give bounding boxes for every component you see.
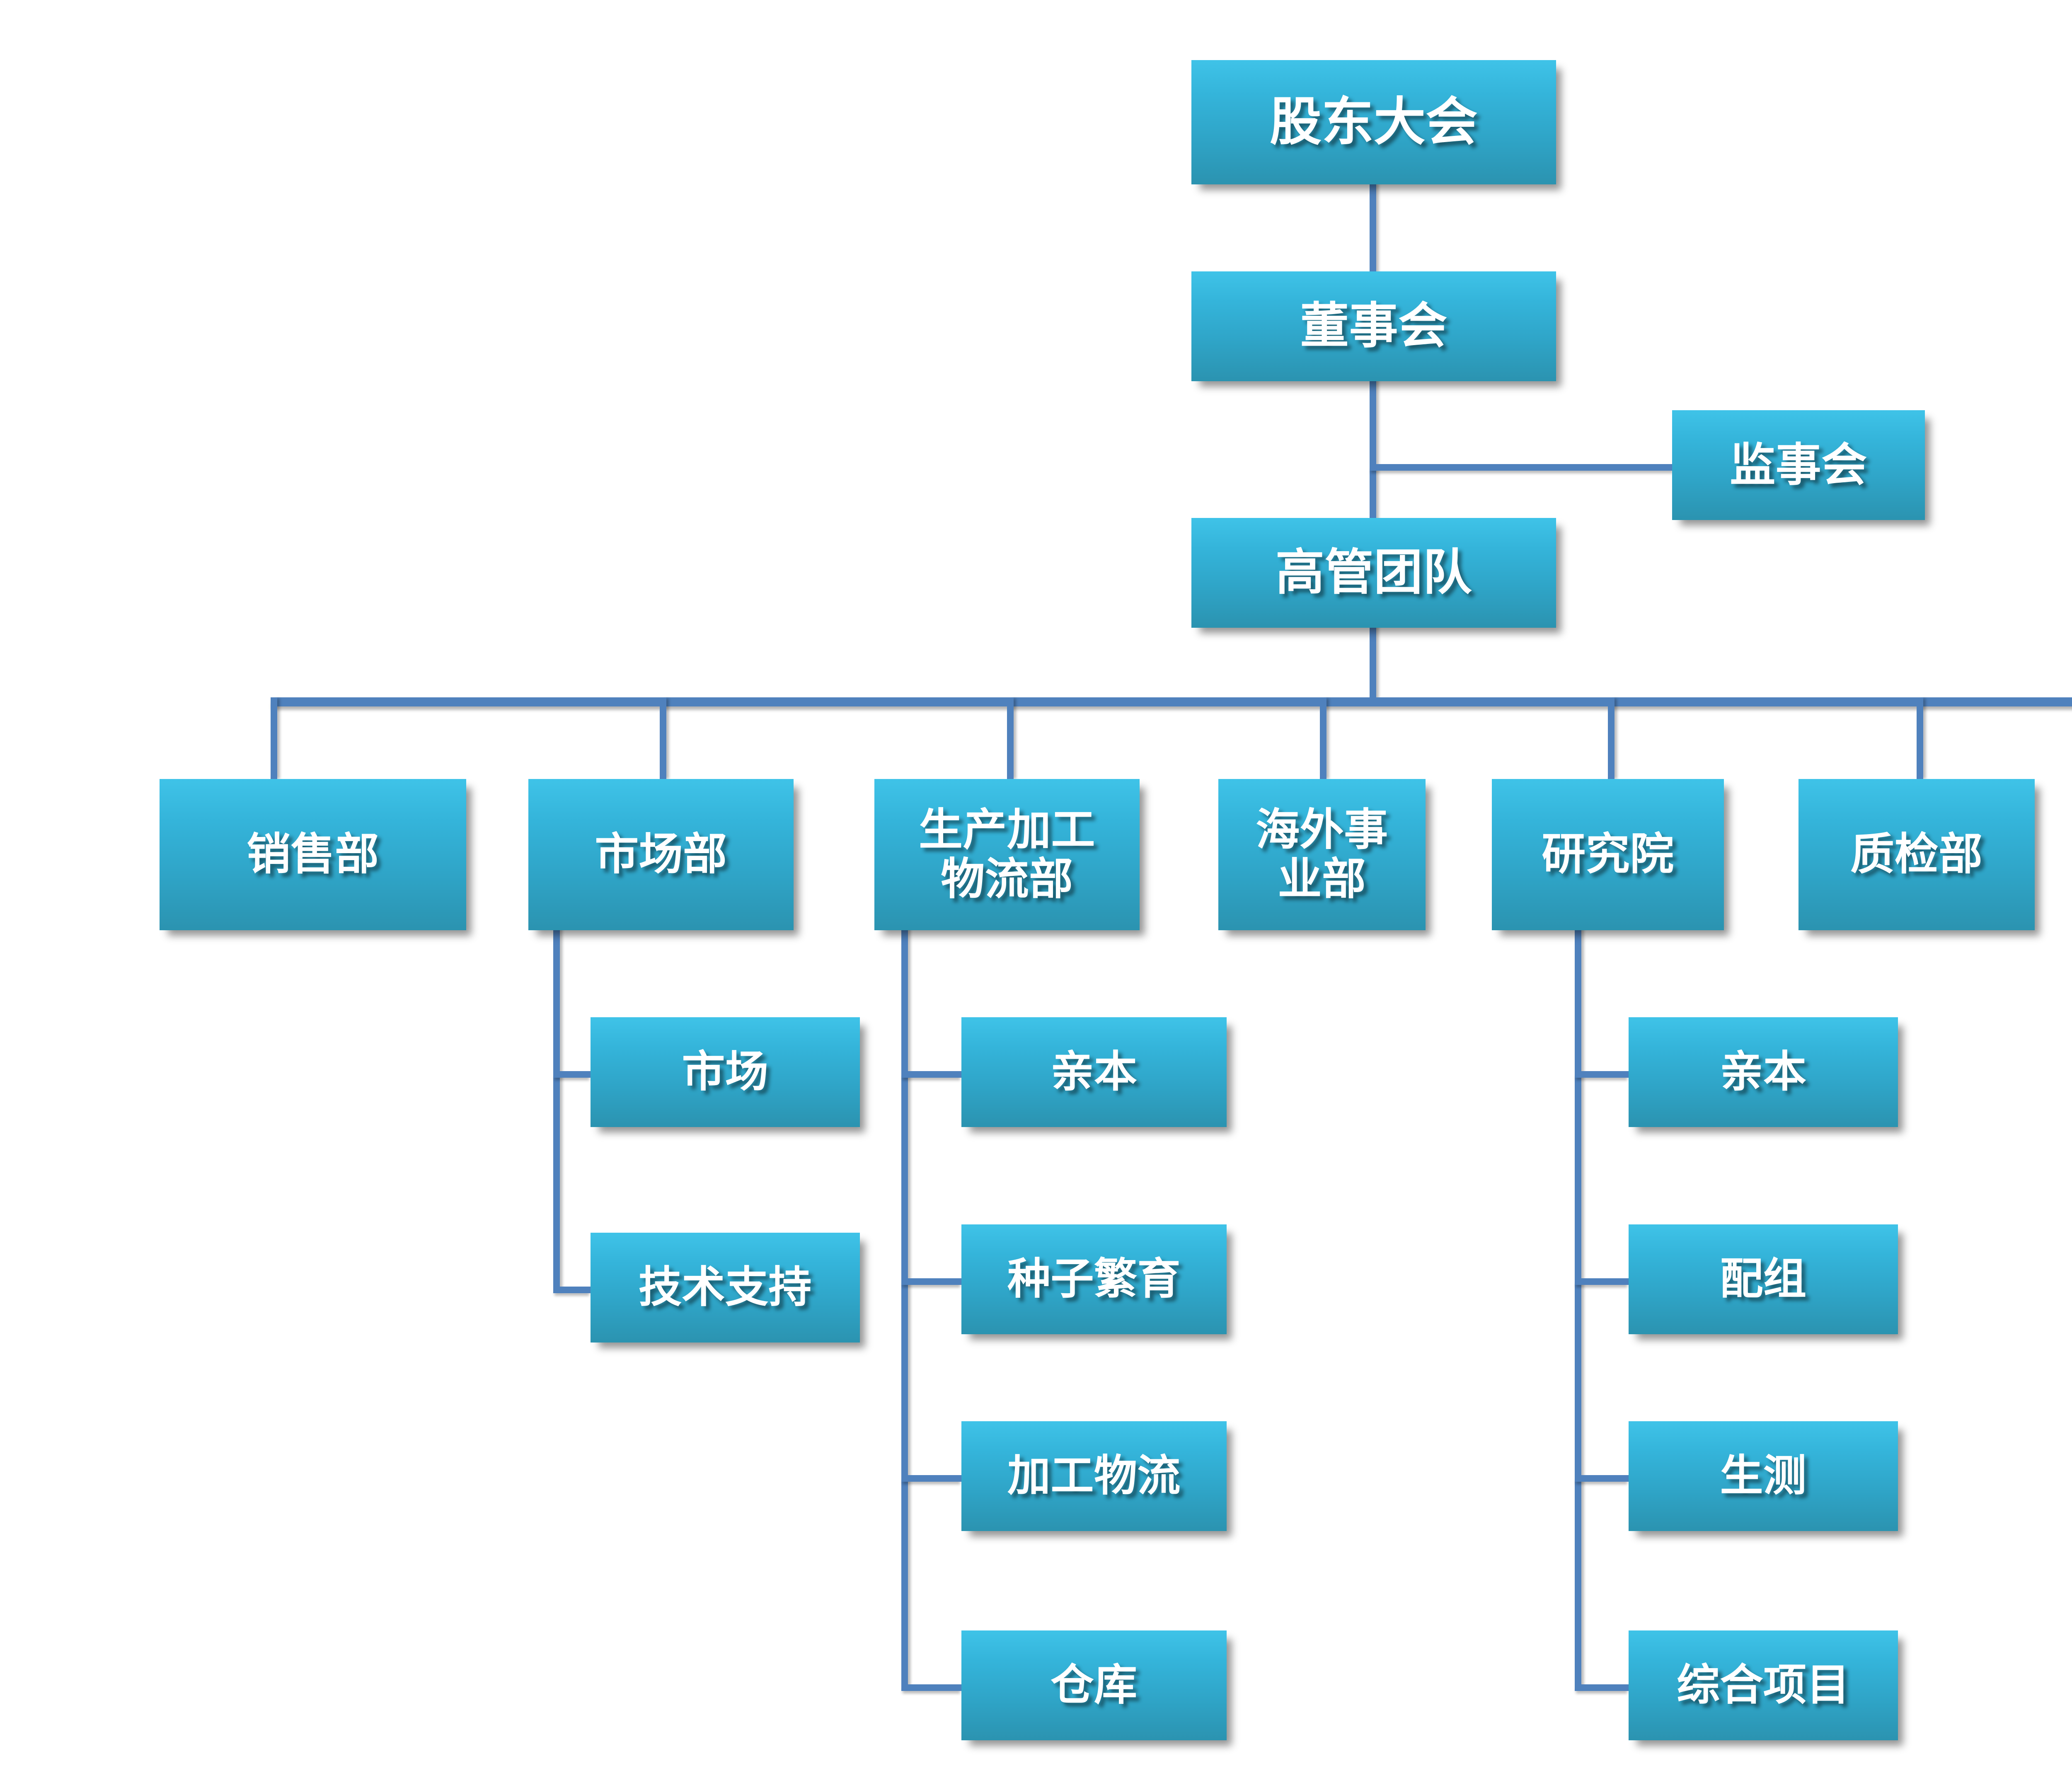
node-board-of-supervisors[interactable]: 监事会 <box>1672 410 1925 520</box>
node-sub-production-seed-breeding[interactable]: 种子繁育 <box>961 1224 1227 1334</box>
connector-drop-research <box>1608 697 1615 780</box>
node-sub-research-bio-testing[interactable]: 生测 <box>1629 1421 1898 1531</box>
node-department-overseas[interactable]: 海外事 业部 <box>1218 779 1426 930</box>
node-sub-marketing-market[interactable]: 市场 <box>591 1017 860 1127</box>
connector-executive-to-bus <box>1370 617 1376 702</box>
node-label: 综合项目 <box>1676 1661 1850 1710</box>
connector-board-to-supervisors <box>1370 464 1674 471</box>
node-sub-production-parent-line[interactable]: 亲本 <box>961 1017 1227 1127</box>
node-sub-production-warehouse[interactable]: 仓库 <box>961 1630 1227 1740</box>
node-label: 配组 <box>1720 1255 1807 1304</box>
connector-research-subtrunk <box>1575 926 1581 1691</box>
node-department-production[interactable]: 生产加工 物流部 <box>874 779 1140 930</box>
connector-marketing-stub-1 <box>553 1071 591 1078</box>
node-label: 质检部 <box>1850 830 1983 879</box>
node-department-marketing[interactable]: 市场部 <box>528 779 794 930</box>
connector-research-stub-1 <box>1575 1071 1629 1078</box>
node-label: 股东大会 <box>1270 93 1478 151</box>
node-label: 种子繁育 <box>1007 1255 1181 1304</box>
node-department-research[interactable]: 研究院 <box>1492 779 1724 930</box>
node-label: 市场部 <box>595 830 727 879</box>
connector-marketing-subtrunk <box>553 926 560 1293</box>
node-sub-research-combination[interactable]: 配组 <box>1629 1224 1898 1334</box>
connector-drop-overseas <box>1320 697 1326 780</box>
node-label: 研究院 <box>1542 830 1674 879</box>
node-label: 亲本 <box>1051 1048 1138 1096</box>
connector-research-stub-4 <box>1575 1684 1629 1691</box>
connector-production-stub-1 <box>901 1071 961 1078</box>
connector-shareholders-to-board <box>1370 182 1376 282</box>
node-label: 生测 <box>1720 1452 1807 1500</box>
connector-drop-sales <box>271 697 277 780</box>
connector-drop-production <box>1007 697 1014 780</box>
node-board-of-directors[interactable]: 董事会 <box>1191 271 1556 381</box>
connector-drop-marketing <box>660 697 666 780</box>
connector-marketing-stub-2 <box>553 1287 591 1293</box>
node-department-sales[interactable]: 销售部 <box>160 779 466 930</box>
node-sub-research-integrated-projects[interactable]: 综合项目 <box>1629 1630 1898 1740</box>
node-label: 仓库 <box>1051 1661 1138 1710</box>
node-sub-production-processing-logistics[interactable]: 加工物流 <box>961 1421 1227 1531</box>
connector-production-stub-2 <box>901 1278 961 1285</box>
connector-department-bus <box>271 697 2072 706</box>
node-label: 市场 <box>682 1048 769 1096</box>
connector-drop-qc <box>1917 697 1923 780</box>
connector-research-stub-2 <box>1575 1278 1629 1285</box>
node-label: 加工物流 <box>1007 1452 1181 1500</box>
node-label: 高管团队 <box>1275 545 1472 600</box>
node-label: 董事会 <box>1300 299 1447 354</box>
node-label: 生产加工 物流部 <box>919 805 1095 904</box>
node-department-qc[interactable]: 质检部 <box>1798 779 2035 930</box>
connector-production-stub-4 <box>901 1684 961 1691</box>
connector-production-subtrunk <box>901 926 908 1691</box>
node-executive-team[interactable]: 高管团队 <box>1191 518 1556 628</box>
connector-research-stub-3 <box>1575 1475 1629 1482</box>
node-sub-research-parent-line[interactable]: 亲本 <box>1629 1017 1898 1127</box>
node-label: 亲本 <box>1720 1048 1807 1096</box>
node-label: 监事会 <box>1730 439 1867 491</box>
node-shareholders-meeting[interactable]: 股东大会 <box>1191 60 1556 184</box>
node-sub-marketing-tech-support[interactable]: 技术支持 <box>591 1233 860 1342</box>
node-label: 技术支持 <box>638 1263 812 1312</box>
node-label: 海外事 业部 <box>1256 805 1388 904</box>
node-label: 销售部 <box>247 830 379 879</box>
connector-production-stub-3 <box>901 1475 961 1482</box>
